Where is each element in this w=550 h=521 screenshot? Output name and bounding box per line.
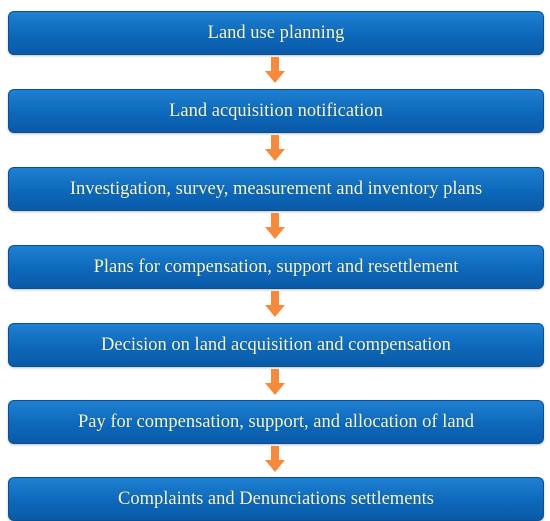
down-arrow-icon bbox=[265, 135, 285, 161]
down-arrow-icon bbox=[265, 213, 285, 239]
step-complaints-settlements: Complaints and Denunciations settlements bbox=[8, 477, 544, 521]
step-label: Land use planning bbox=[207, 22, 345, 43]
down-arrow-icon bbox=[265, 446, 285, 472]
step-land-acquisition-notification: Land acquisition notification bbox=[8, 89, 544, 133]
step-label: Pay for compensation, support, and alloc… bbox=[77, 411, 475, 432]
down-arrow-icon bbox=[265, 57, 285, 83]
step-label: Plans for compensation, support and rese… bbox=[93, 256, 459, 277]
down-arrow-icon bbox=[265, 369, 285, 395]
step-pay-compensation: Pay for compensation, support, and alloc… bbox=[8, 400, 544, 444]
step-investigation-survey: Investigation, survey, measurement and i… bbox=[8, 167, 544, 211]
down-arrow-icon bbox=[265, 291, 285, 317]
step-compensation-plans: Plans for compensation, support and rese… bbox=[8, 245, 544, 289]
step-land-use-planning: Land use planning bbox=[8, 11, 544, 55]
step-label: Land acquisition notification bbox=[169, 100, 383, 121]
step-label: Decision on land acquisition and compens… bbox=[101, 334, 451, 355]
step-label: Investigation, survey, measurement and i… bbox=[69, 178, 483, 199]
step-decision-acquisition: Decision on land acquisition and compens… bbox=[8, 323, 544, 367]
step-label: Complaints and Denunciations settlements bbox=[118, 488, 434, 509]
